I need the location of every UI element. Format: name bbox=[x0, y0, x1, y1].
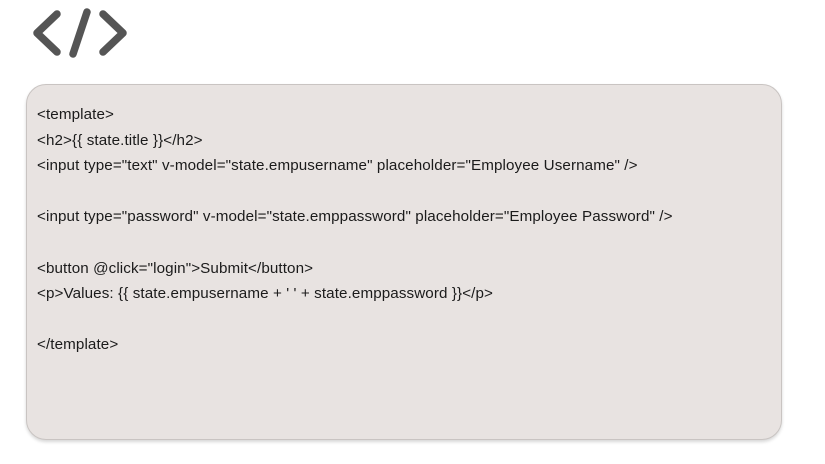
left-angle-bracket-icon bbox=[33, 10, 61, 56]
code-line: <p>Values: {{ state.empusername + ' ' + … bbox=[37, 285, 494, 303]
code-brackets-icon bbox=[30, 4, 130, 62]
code-line: <h2>{{ state.title }}</h2> bbox=[37, 131, 203, 149]
code-line: <button @click="login">Submit</button> bbox=[37, 259, 314, 277]
slash-icon bbox=[69, 8, 91, 58]
code-line: <input type="password" v-model="state.em… bbox=[37, 208, 673, 226]
code-snippet-text: <template> <h2>{{ state.title }}</h2> <inp… bbox=[37, 102, 767, 358]
right-angle-bracket-icon bbox=[99, 10, 127, 56]
code-line-blank bbox=[37, 307, 767, 333]
code-line: </template> bbox=[37, 336, 119, 354]
code-line-blank bbox=[37, 230, 767, 256]
code-brackets-icon-svg bbox=[33, 8, 127, 58]
code-line-blank bbox=[37, 179, 767, 205]
code-snippet-card: <template> <h2>{{ state.title }}</h2> <inp… bbox=[26, 84, 782, 440]
code-line: <input type="text" v-model="state.empuse… bbox=[37, 157, 638, 175]
code-line: <template> bbox=[37, 106, 114, 123]
